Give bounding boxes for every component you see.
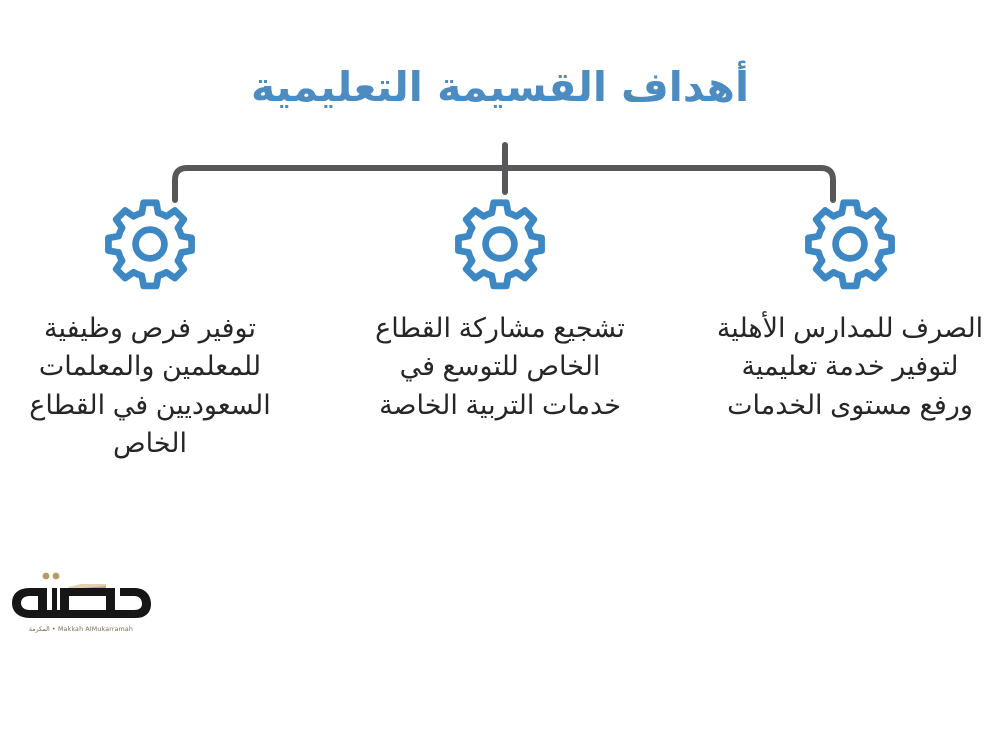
- branch-middle-text: تشجيع مشاركة القطاع الخاص للتوسع في خدما…: [375, 313, 625, 421]
- branch-middle[interactable]: تشجيع مشاركة القطاع الخاص للتوسع في خدما…: [350, 196, 650, 425]
- branch-right[interactable]: الصرف للمدارس الأهلية لتوفير خدمة تعليمي…: [700, 196, 1000, 425]
- branch-left[interactable]: توفير فرص وظيفية للمعلمين والمعلمات السع…: [0, 196, 300, 463]
- makkah-logo[interactable]: Makkah AlMukarramah • المكرمة: [8, 562, 154, 636]
- branch-right-text: الصرف للمدارس الأهلية لتوفير خدمة تعليمي…: [716, 313, 984, 421]
- branch-left-text: توفير فرص وظيفية للمعلمين والمعلمات السع…: [29, 313, 271, 459]
- branch-columns: الصرف للمدارس الأهلية لتوفير خدمة تعليمي…: [0, 196, 1000, 576]
- gear-icon: [102, 196, 198, 292]
- gear-icon: [802, 196, 898, 292]
- gear-icon: [452, 196, 548, 292]
- page-title: أهداف القسيمة التعليمية: [250, 63, 750, 111]
- logo-tagline: Makkah AlMukarramah • المكرمة: [28, 625, 134, 633]
- makkah-logo-mark: [12, 572, 151, 618]
